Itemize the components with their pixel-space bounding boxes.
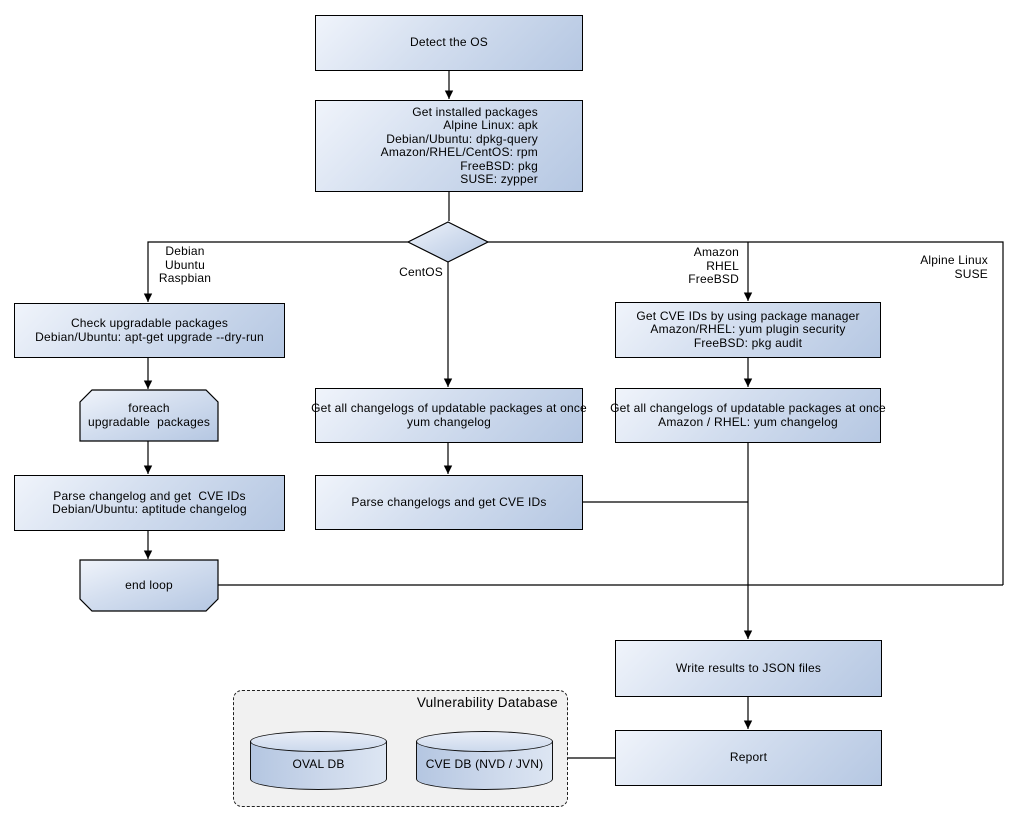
cve-db-cylinder: CVE DB (NVD / JVN)	[416, 731, 553, 790]
text-line: Amazon	[693, 245, 739, 259]
text-line: foreach	[128, 401, 170, 415]
text-line: FreeBSD: pkg audit	[693, 335, 803, 350]
node-report: Report	[615, 730, 882, 786]
node-end-loop: end loop	[80, 560, 218, 611]
text-line: Get all changelogs of updatable packages…	[610, 401, 886, 415]
text-line: yum changelog	[407, 414, 491, 429]
branch-label-debian: Debian Ubuntu Raspbian	[150, 244, 220, 286]
text-line: Check upgradable packages	[70, 316, 229, 330]
text-line: Amazon/RHEL/CentOS: rpm	[380, 145, 538, 159]
text-line: Write results to JSON files	[675, 660, 822, 675]
text-line: Debian/Ubuntu: aptitude changelog	[52, 502, 247, 516]
node-check-upgradable: Check upgradable packages Debian/Ubuntu:…	[14, 303, 285, 358]
node-foreach-loop: foreach upgradable packages	[80, 390, 218, 441]
text-line: FreeBSD	[688, 272, 739, 286]
cve-db-label: CVE DB (NVD / JVN)	[425, 757, 544, 771]
node-get-installed-packages: Get installed packages Alpine Linux: apk…	[315, 100, 583, 192]
branch-label-alpine: Alpine Linux SUSE	[890, 253, 988, 281]
node-get-cve-pkg-manager: Get CVE IDs by using package manager Ama…	[615, 302, 881, 358]
text-line: Get all changelogs of updatable packages…	[311, 401, 587, 415]
text-line: Debian	[165, 244, 205, 258]
edge-decision-right-rail	[488, 241, 1004, 585]
text-line: Amazon/RHEL: yum plugin security	[650, 322, 846, 337]
end-loop-shape	[79, 559, 219, 612]
foreach-loop-shape	[79, 389, 219, 442]
text-line: Parse changelogs and get CVE IDs	[351, 494, 547, 509]
oval-db-label: OVAL DB	[292, 757, 345, 771]
text-line: Alpine Linux: apk	[443, 118, 538, 132]
node-parse-changelogs-yum: Parse changelogs and get CVE IDs	[315, 475, 583, 530]
text-line: Amazon / RHEL: yum changelog	[658, 414, 838, 429]
text-line: FreeBSD: pkg	[460, 158, 538, 173]
os-decision-diamond	[406, 221, 490, 263]
cylinder-top	[250, 731, 387, 752]
node-get-changelogs-yum: Get all changelogs of updatable packages…	[311, 388, 587, 443]
text-line: end loop	[125, 577, 173, 592]
text-line: Get CVE IDs by using package manager	[636, 308, 860, 323]
edge-decision-to-check-upgradable	[143, 241, 408, 302]
text-line: SUSE: zypper	[460, 172, 538, 186]
text-line: Get installed packages	[412, 104, 538, 119]
text-line: Debian/Ubuntu: dpkg-query	[386, 131, 538, 146]
node-detect-os-label: Detect the OS	[410, 35, 488, 50]
node-detect-os: Detect the OS	[315, 15, 583, 71]
vulnerability-database-title: Vulnerability Database	[416, 695, 558, 710]
text-line: Parse changelog and get CVE IDs	[53, 488, 246, 503]
node-parse-changelog-deb: Parse changelog and get CVE IDs Debian/U…	[14, 475, 285, 531]
text-line: CentOS	[399, 265, 443, 279]
cylinder-top	[416, 731, 553, 752]
node-get-installed-packages-text: Get installed packages Alpine Linux: apk…	[380, 104, 538, 187]
text-line: Ubuntu	[165, 257, 205, 272]
text-line: SUSE	[954, 266, 988, 281]
text-line: Debian/Ubuntu: apt-get upgrade --dry-run	[35, 329, 264, 344]
oval-db-cylinder: OVAL DB	[250, 731, 387, 790]
node-write-results: Write results to JSON files	[615, 640, 882, 697]
text-line: upgradable packages	[87, 414, 211, 429]
text-line: RHEL	[706, 258, 739, 273]
node-get-changelogs-amazon: Get all changelogs of updatable packages…	[610, 388, 886, 443]
branch-label-amazon: Amazon RHEL FreeBSD	[660, 245, 739, 287]
text-line: Raspbian	[158, 271, 212, 285]
text-line: Report	[729, 750, 768, 765]
branch-label-centos: CentOS	[365, 265, 443, 280]
text-line: Alpine Linux	[920, 253, 988, 267]
